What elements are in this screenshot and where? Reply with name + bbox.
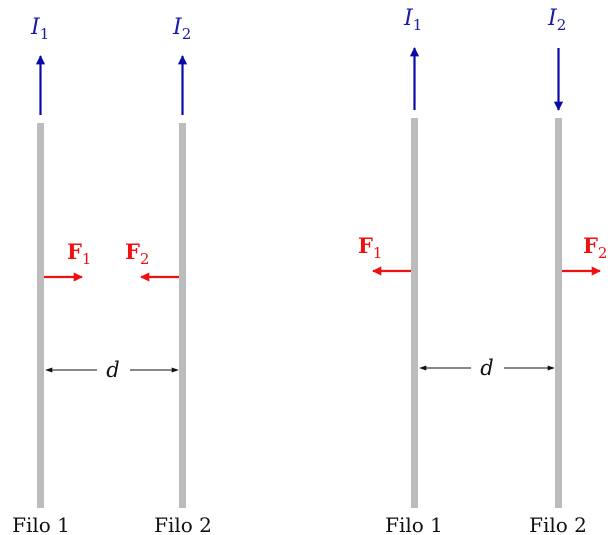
current-2-label: I2 (547, 6, 566, 34)
current-1-label: I1 (30, 15, 49, 43)
force-1-label: F1 (358, 233, 382, 262)
wire-1-label: Filo 1 (385, 513, 443, 535)
force-2-label: F2 (125, 239, 149, 268)
panel-antiparallel-currents: I1 I2 F1 F2 d Filo 1 Filo 2 (358, 6, 607, 535)
force-1-label: F1 (67, 239, 91, 268)
panel-parallel-currents: I1 I2 F1 F2 d Filo 1 Filo 2 (12, 15, 212, 535)
wire-2-label: Filo 2 (529, 513, 587, 535)
distance-label: d (106, 358, 119, 382)
wire-2-bar (555, 118, 562, 508)
distance-label: d (480, 356, 493, 380)
current-1-label: I1 (403, 6, 422, 34)
force-2-label: F2 (583, 233, 607, 262)
wire-1-label: Filo 1 (12, 513, 70, 535)
wire-2-label: Filo 2 (154, 513, 212, 535)
wire-1-bar (37, 123, 44, 508)
wire-1-bar (411, 118, 418, 508)
wire-2-bar (179, 123, 186, 508)
current-2-label: I2 (172, 15, 191, 43)
